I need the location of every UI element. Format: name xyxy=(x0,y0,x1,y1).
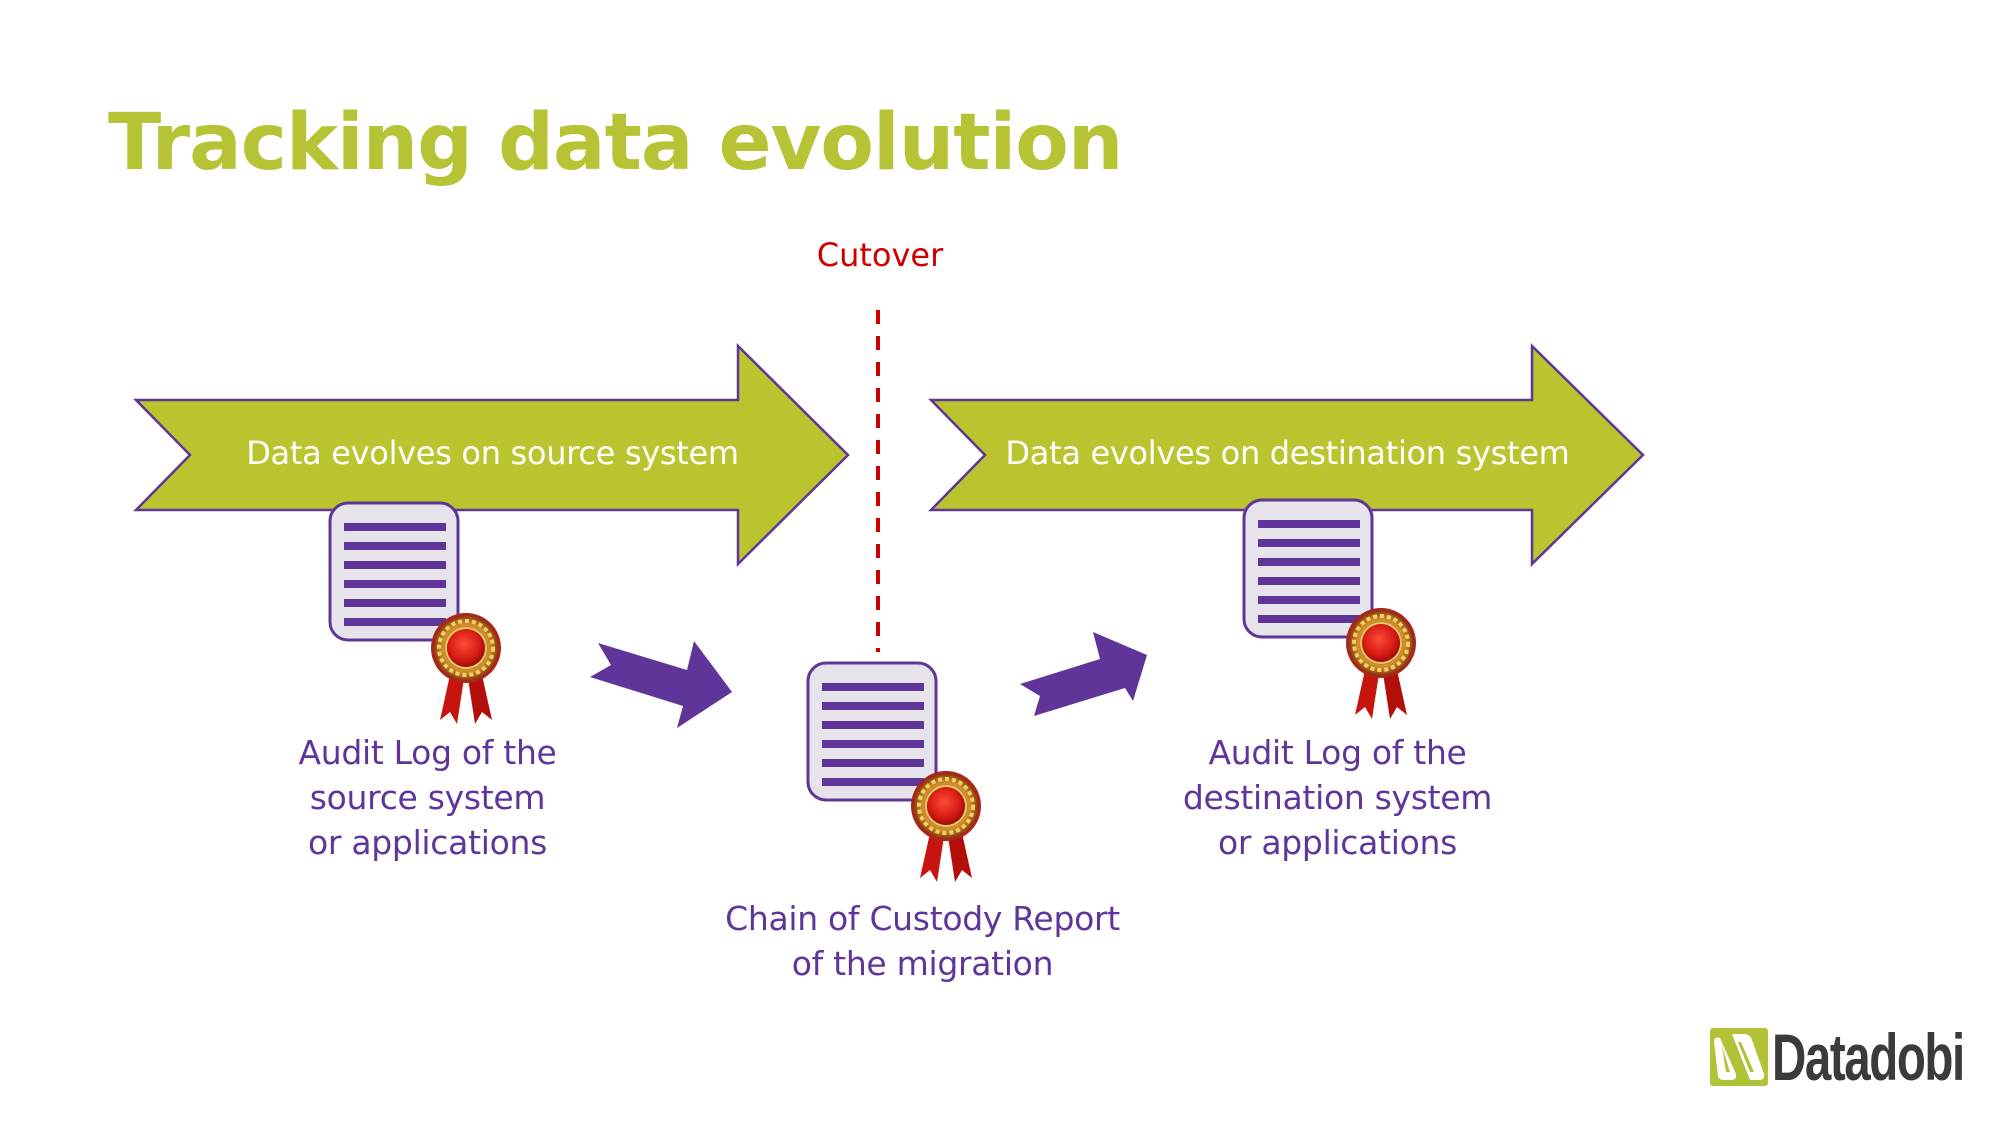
caption-chain-of-custody: Chain of Custody Report of the migration xyxy=(700,896,1145,986)
destination-audit-log-icon xyxy=(1242,498,1418,721)
phase-arrow-source xyxy=(133,343,850,567)
certificate-seal-icon xyxy=(429,611,503,726)
flow-arrow-right xyxy=(1020,632,1147,716)
caption-destination-audit-log: Audit Log of the destination system or a… xyxy=(1150,730,1525,865)
caption-source-audit-log: Audit Log of the source system or applic… xyxy=(240,730,615,865)
logo-text: Datadobi xyxy=(1772,1020,1965,1094)
chain-of-custody-icon xyxy=(806,661,983,884)
caption-line: or applications xyxy=(1218,823,1457,862)
caption-line: Audit Log of the xyxy=(298,733,557,772)
caption-line: of the migration xyxy=(791,944,1054,983)
slide-title: Tracking data evolution xyxy=(108,98,1123,188)
flow-arrow-left-shape xyxy=(590,641,732,728)
datadobi-logo-mark-icon xyxy=(1710,1028,1768,1086)
caption-line: Audit Log of the xyxy=(1208,733,1467,772)
caption-line: Chain of Custody Report xyxy=(725,899,1120,938)
certificate-seal-icon xyxy=(909,769,983,884)
caption-line: source system xyxy=(309,778,546,817)
cutover-label: Cutover xyxy=(816,236,944,274)
certificate-seal-icon xyxy=(1344,606,1418,721)
caption-line: or applications xyxy=(308,823,547,862)
phase-label-source: Data evolves on source system xyxy=(246,434,739,472)
caption-line: destination system xyxy=(1182,778,1493,817)
phase-arrow-destination xyxy=(928,343,1645,567)
datadobi-logo: Datadobi xyxy=(1710,1020,2000,1094)
source-audit-log-icon xyxy=(328,501,503,726)
phase-label-destination: Data evolves on destination system xyxy=(1005,434,1570,472)
